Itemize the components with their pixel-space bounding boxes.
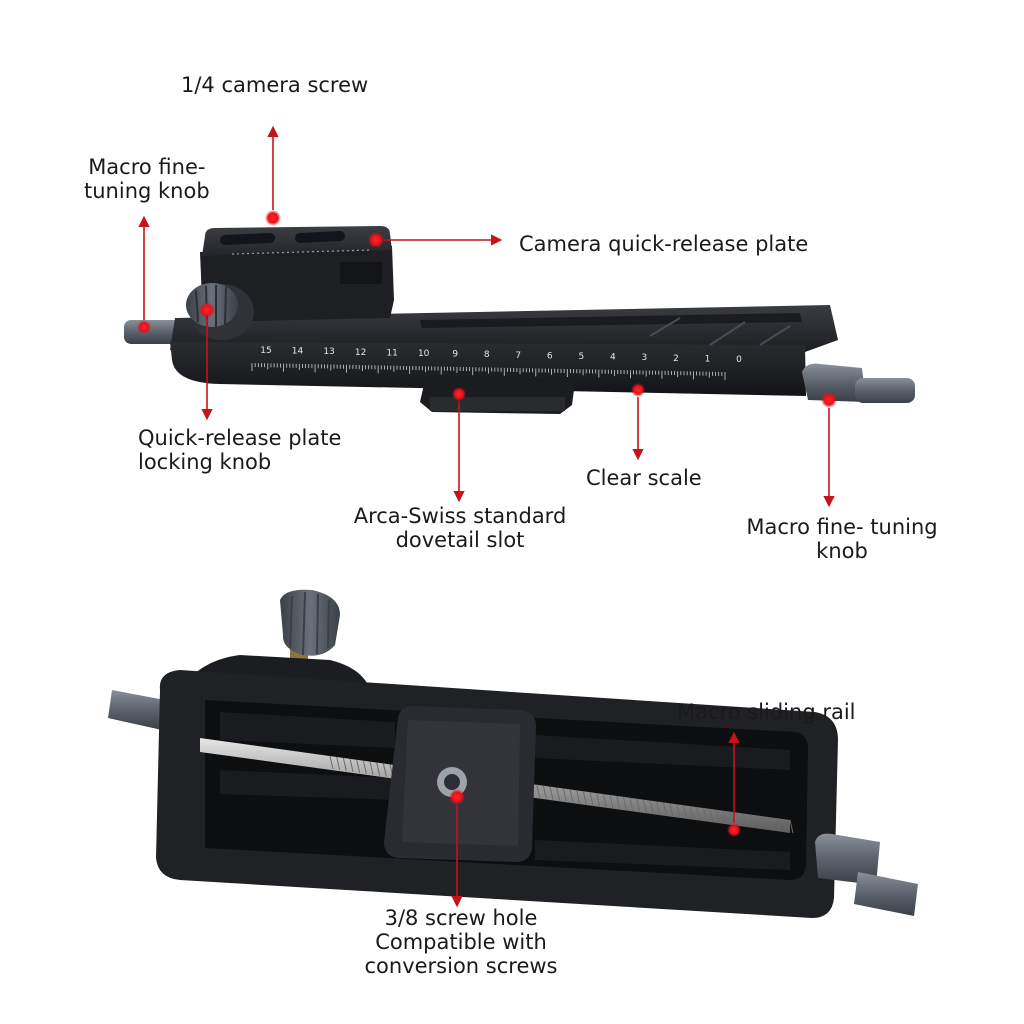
scale-number: 2 [673, 354, 679, 364]
scale-number: 3 [642, 353, 648, 363]
label-macro-knob-left-line1: Macro fine- [88, 155, 206, 179]
scale-number: 7 [515, 351, 521, 361]
label-camera-screw: 1/4 camera screw [181, 73, 369, 97]
scale-number: 1 [705, 354, 711, 364]
label-quick-release-plate: Camera quick-release plate [519, 232, 809, 256]
quick-release-plate-ruler [231, 249, 371, 255]
label-screw-hole-line1: 3/8 screw hole [384, 906, 538, 930]
screw-hole-inner [444, 774, 460, 790]
marker-screw-hole [449, 789, 465, 805]
rail-front-face [170, 342, 806, 396]
scale-number: 0 [736, 355, 742, 365]
marker-camera-screw [265, 210, 281, 226]
scale-number: 4 [610, 353, 616, 363]
scale-number: 10 [418, 349, 430, 359]
scale-ticks [251, 363, 726, 380]
bottom-left-knob [108, 690, 165, 730]
slot-rib [220, 712, 395, 800]
bottom-right-knob-housing [815, 833, 880, 885]
label-macro-knob-left-line2: tuning knob [84, 179, 210, 203]
scale-number: 13 [323, 347, 334, 357]
label-clear-scale: Clear scale [586, 466, 702, 490]
marker-sliding-rail [727, 823, 741, 837]
scale-number: 6 [547, 351, 553, 361]
scale-number: 15 [260, 346, 271, 356]
rail-slash-marks [649, 317, 791, 346]
label-sliding-rail: Macro sliding rail [677, 700, 856, 724]
bottom-right-knob [854, 872, 918, 916]
scale-number: 12 [355, 348, 366, 358]
marker-dovetail [452, 387, 466, 401]
locking-knob [186, 283, 254, 340]
marker-quick-release-plate [368, 232, 384, 248]
right-knob-housing [802, 363, 866, 402]
label-locking-knob: Quick-release plate locking knob [138, 426, 341, 474]
quick-release-plate-slots [220, 231, 345, 245]
label-macro-knob-right-line2: knob [816, 539, 868, 563]
marker-macro-knob-left [137, 320, 151, 334]
label-dovetail-line2: dovetail slot [395, 528, 525, 552]
label-macro-knob-right-line1: Macro fine- tuning [746, 515, 938, 539]
label-screw-hole: 3/8 screw hole Compatible with conversio… [356, 906, 566, 978]
marker-macro-knob-right [821, 392, 837, 408]
right-fine-tuning-knob-shaft [855, 378, 915, 403]
marker-clear-scale [631, 383, 645, 397]
rail-groove [420, 313, 802, 328]
scale-number: 8 [484, 350, 490, 360]
label-dovetail: Arca-Swiss standard dovetail slot [350, 504, 570, 552]
scale-number: 14 [292, 347, 304, 357]
dovetail-clamp-face [430, 397, 565, 411]
label-dovetail-line1: Arca-Swiss standard [353, 504, 567, 528]
scale-number: 5 [578, 352, 584, 362]
bottom-rail-assembly [108, 589, 918, 918]
label-screw-hole-line2: Compatible with [375, 930, 547, 954]
slot-rib-right [535, 735, 790, 870]
scale-number: 9 [452, 350, 458, 360]
label-macro-knob-right: Macro fine- tuning knob [740, 515, 944, 563]
quick-release-plate-lever [340, 262, 382, 284]
label-macro-knob-left: Macro fine- tuning knob [84, 155, 210, 203]
label-screw-hole-line3: conversion screws [364, 954, 558, 978]
label-locking-knob-line1: Quick-release plate [138, 426, 342, 450]
label-locking-knob-line2: locking knob [138, 450, 272, 474]
marker-locking-knob [199, 302, 215, 318]
scale-number: 11 [386, 348, 397, 358]
